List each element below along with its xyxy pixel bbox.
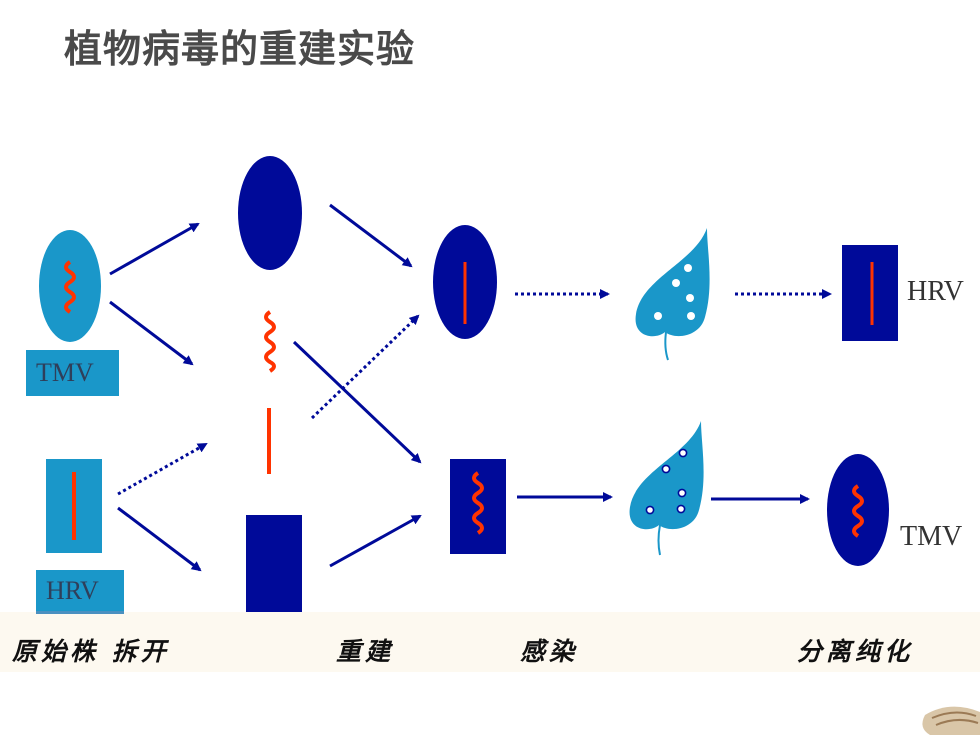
progeny-hrv: [842, 245, 898, 341]
stage-purify: 分离纯化: [797, 637, 914, 666]
tmv-capsid: [238, 156, 302, 270]
tmv-virus-original: [39, 230, 101, 342]
arrow-hrv-to-capsid: [117, 506, 202, 572]
arrow-hrvrna-to-reconstructed: [310, 314, 420, 420]
corner-decoration-icon: [922, 706, 980, 735]
page-title: 植物病毒的重建实验: [64, 27, 416, 71]
infected-leaf-top: [635, 228, 710, 361]
solid-arrows: [109, 203, 810, 572]
arrow-hrv-to-rna: [117, 442, 208, 496]
tmv-label-box: TMV: [26, 350, 119, 396]
arrow-hrvcapsid-to-reconstructed: [329, 514, 422, 568]
reconstructed-tmv-capsid-hrv-rna: [433, 225, 497, 339]
hrv-capsid: [246, 515, 302, 612]
arrow-capsid-to-reconstructed: [329, 203, 413, 268]
stage-infect: 感染: [520, 637, 579, 666]
reconstructed-hrv-capsid-tmv-rna: [450, 459, 506, 554]
tmv-rna: [264, 310, 276, 373]
hrv-result-label: HRV: [907, 276, 964, 307]
arrow-tmv-to-capsid: [109, 222, 200, 276]
arrow-rna-to-reconstructed: [292, 340, 422, 464]
stage-reconstruct: 重建: [336, 637, 395, 666]
stage-separate: 原始株 拆开: [12, 637, 170, 666]
arrow-tmv-to-rna: [109, 300, 194, 366]
hrv-virus-original: [46, 459, 102, 553]
hrv-label-box: HRV: [36, 570, 124, 614]
tmv-result-label: TMV: [900, 521, 963, 552]
dotted-arrows: [117, 289, 832, 496]
progeny-tmv: [827, 454, 889, 566]
stage-band: [0, 612, 980, 672]
infected-leaf-bottom: [629, 421, 704, 556]
